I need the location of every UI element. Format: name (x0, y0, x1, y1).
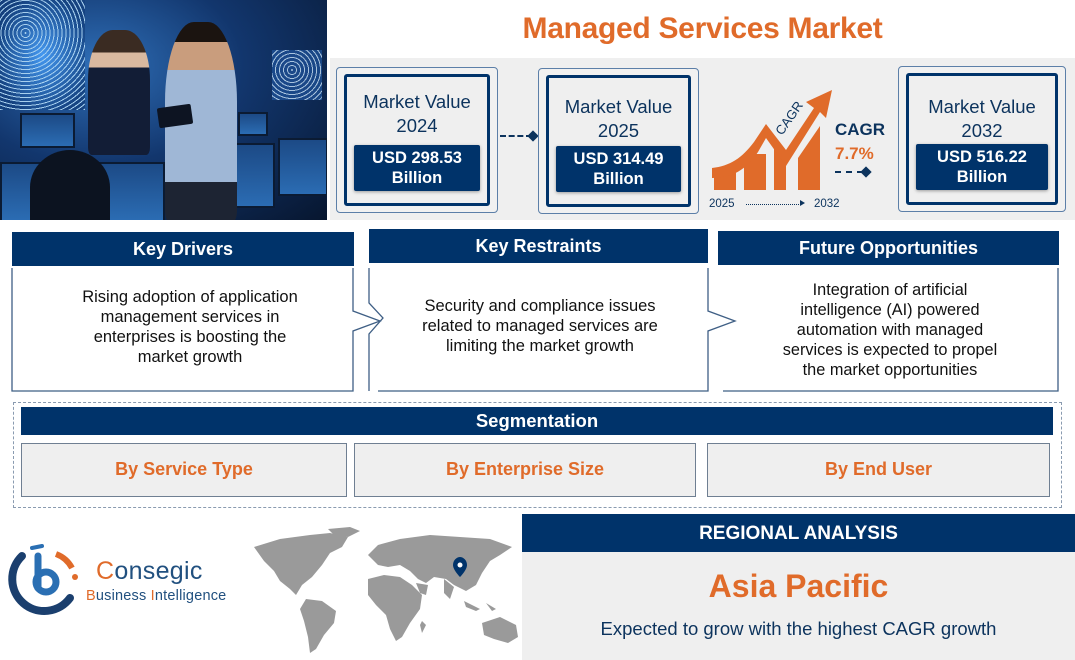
world-map-icon (254, 527, 518, 653)
market-value-year: 2024 (396, 115, 438, 136)
market-value-label: Market Value (928, 96, 1036, 117)
card-text-line: Security and compliance issues (424, 297, 656, 315)
logo-mark-icon (8, 544, 78, 615)
segmentation-title: Segmentation (21, 407, 1053, 435)
segment-by-enterprise-size[interactable]: By Enterprise Size (354, 443, 696, 497)
regional-analysis-panel: Asia Pacific Expected to grow with the h… (522, 552, 1075, 660)
card-text-line: Rising adoption of application (82, 288, 298, 306)
region-name: Asia Pacific (708, 568, 889, 604)
region-description: Expected to grow with the highest CAGR g… (600, 618, 997, 639)
market-value-year: 2032 (961, 120, 1003, 141)
page-title: Managed Services Market (522, 12, 883, 45)
tagline-word: usiness (95, 588, 151, 604)
market-value-amount: USD 516.22 Billion (916, 144, 1048, 190)
card-text-line: limiting the market growth (446, 337, 634, 355)
card-text-key-drivers: Rising adoption of application managemen… (30, 287, 350, 367)
tagline-initial-b: B (86, 588, 96, 604)
market-value-unit: Billion (593, 170, 644, 188)
card-text-line: Integration of artificial (812, 281, 968, 299)
tagline-word: ntelligence (154, 588, 227, 604)
cards-outline (11, 268, 1059, 392)
monitor-graphic (238, 112, 268, 136)
card-text-line: services is expected to propel (782, 341, 998, 359)
card-text-line: management services in (100, 308, 280, 326)
data-wall-graphic (272, 50, 322, 100)
card-title-key-restraints: Key Restraints (369, 229, 708, 263)
market-value-amount: USD 314.49 Billion (556, 146, 681, 192)
market-value-card-2032: Market Value 2032 USD 516.22 Billion (898, 66, 1066, 212)
segment-by-end-user[interactable]: By End User (707, 443, 1050, 497)
market-value-label: Market Value (363, 91, 471, 112)
market-value-card-2025: Market Value 2025 USD 314.49 Billion (538, 68, 699, 214)
logo-name-rest: onsegic (114, 557, 203, 585)
market-value-year: 2025 (597, 120, 640, 141)
card-text-key-restraints: Security and compliance issues related t… (380, 296, 700, 356)
market-value-number: USD 314.49 (573, 150, 664, 168)
company-logo: Consegic Business Intelligence (8, 540, 248, 620)
dashed-connector (835, 171, 863, 173)
segment-by-service-type[interactable]: By Service Type (21, 443, 347, 497)
market-value-amount: USD 298.53 Billion (354, 145, 480, 191)
market-value-card-2024: Market Value 2024 USD 298.53 Billion (336, 67, 498, 213)
segmentation-frame (13, 402, 1062, 508)
logo-initial: C (96, 557, 115, 585)
cagr-value: 7.7% (835, 144, 874, 163)
cagr-end-year: 2032 (814, 198, 840, 210)
card-text-line: market growth (137, 348, 243, 366)
card-title-key-drivers: Key Drivers (12, 232, 354, 266)
market-value-label: Market Value (564, 96, 673, 117)
cagr-start-year: 2025 (709, 198, 735, 210)
growth-arrow-bar-chart-icon: CAGR (712, 90, 832, 190)
cagr-label: CAGR (835, 120, 886, 139)
market-value-number: USD 516.22 (937, 148, 1027, 166)
tagline-initial-i: I (150, 588, 155, 604)
logo-name: Consegic (96, 557, 203, 586)
market-value-unit: Billion (391, 169, 443, 187)
person-woman-graphic (88, 30, 150, 155)
hero-photo (0, 0, 327, 220)
card-text-line: automation with managed (796, 321, 984, 339)
monitor-graphic (278, 138, 327, 196)
monitor-graphic (20, 113, 75, 148)
logo-tagline: Business Intelligence (86, 588, 226, 604)
card-text-line: intelligence (AI) powered (800, 301, 980, 319)
market-value-number: USD 298.53 (372, 149, 462, 167)
card-text-line: the market opportunities (802, 361, 978, 379)
dashed-connector (500, 135, 532, 137)
regional-analysis-title: REGIONAL ANALYSIS (522, 514, 1075, 552)
data-wall-graphic (0, 0, 85, 110)
card-text-line: related to managed services are (422, 317, 658, 335)
person-silhouette-graphic (30, 150, 110, 220)
card-title-future-opportunities: Future Opportunities (718, 231, 1059, 265)
location-pin-icon (453, 557, 467, 577)
arrowhead-icon (800, 200, 805, 206)
market-value-unit: Billion (956, 168, 1008, 186)
card-text-future-opportunities: Integration of artificial intelligence (… (735, 280, 1045, 380)
year-range-arrow (746, 204, 801, 205)
card-text-line: enterprises is boosting the (93, 328, 287, 346)
